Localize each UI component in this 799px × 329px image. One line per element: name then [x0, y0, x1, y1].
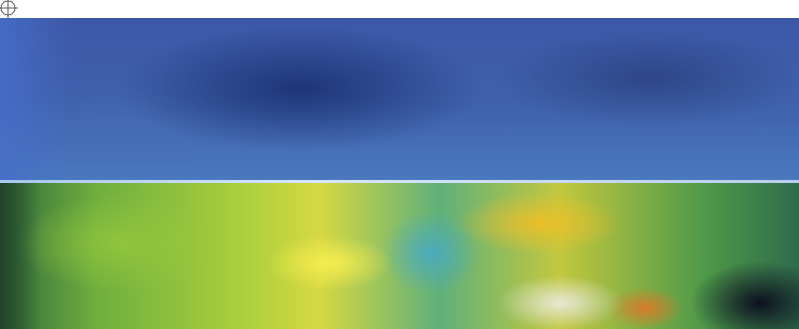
- false-color-land-band: [0, 183, 799, 329]
- top-white-strip: [0, 0, 799, 18]
- satellite-imagery: [0, 18, 799, 329]
- lower-band-left-edge: [0, 183, 40, 329]
- band-divider-line: [0, 180, 799, 183]
- blue-earth-band: [0, 18, 799, 180]
- crosshair-mark-icon: [0, 0, 18, 20]
